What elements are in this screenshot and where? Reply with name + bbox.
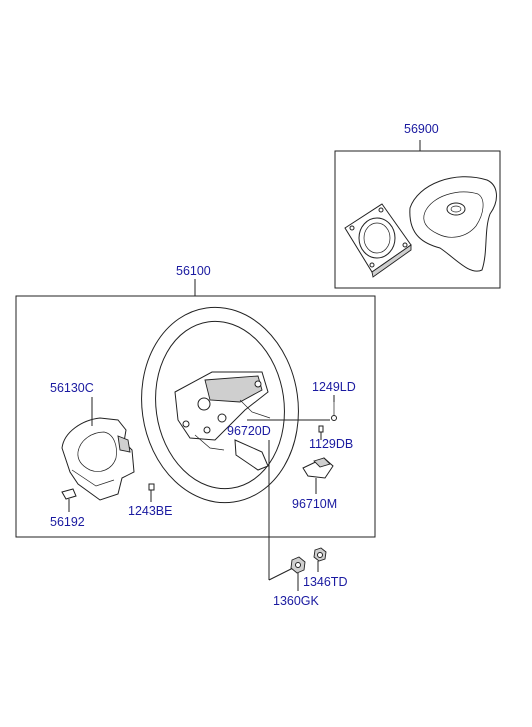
label-96720D[interactable]: 96720D [227, 424, 271, 438]
label-96710M[interactable]: 96710M [292, 497, 337, 511]
label-1249LD[interactable]: 1249LD [312, 380, 356, 394]
airbag-module-box [334, 150, 501, 289]
label-56192[interactable]: 56192 [50, 515, 85, 529]
clip-56192: 56192 [50, 488, 85, 529]
emblem-icon [446, 202, 466, 216]
nut-1360GK: 1360GK [273, 556, 320, 608]
screw-1243BE: 1243BE [128, 483, 172, 518]
label-1243BE[interactable]: 1243BE [128, 504, 172, 518]
airbag-pad [409, 176, 497, 272]
cover-56130C: 56130C [50, 381, 135, 501]
label-56900[interactable]: 56900 [404, 122, 439, 136]
steering-wheel-group: 56100 1249LD 9672 [15, 264, 376, 581]
label-1360GK[interactable]: 1360GK [273, 594, 320, 608]
label-1129DB[interactable]: 1129DB [309, 437, 353, 451]
airbag-module-group: 56900 [334, 122, 501, 289]
screw-1129DB: 1129DB [309, 425, 353, 451]
steering-wheel-hub [174, 371, 271, 471]
label-56130C[interactable]: 56130C [50, 381, 94, 395]
remote-switch-96710M: 96710M [292, 457, 337, 511]
airbag-mounting-plate [344, 203, 412, 278]
remote-switch-96720D: 96720D [227, 419, 330, 438]
bolt-1249LD: 1249LD [312, 380, 356, 421]
nut-1346TD: 1346TD [303, 547, 347, 589]
label-1346TD[interactable]: 1346TD [303, 575, 347, 589]
label-56100[interactable]: 56100 [176, 264, 211, 278]
